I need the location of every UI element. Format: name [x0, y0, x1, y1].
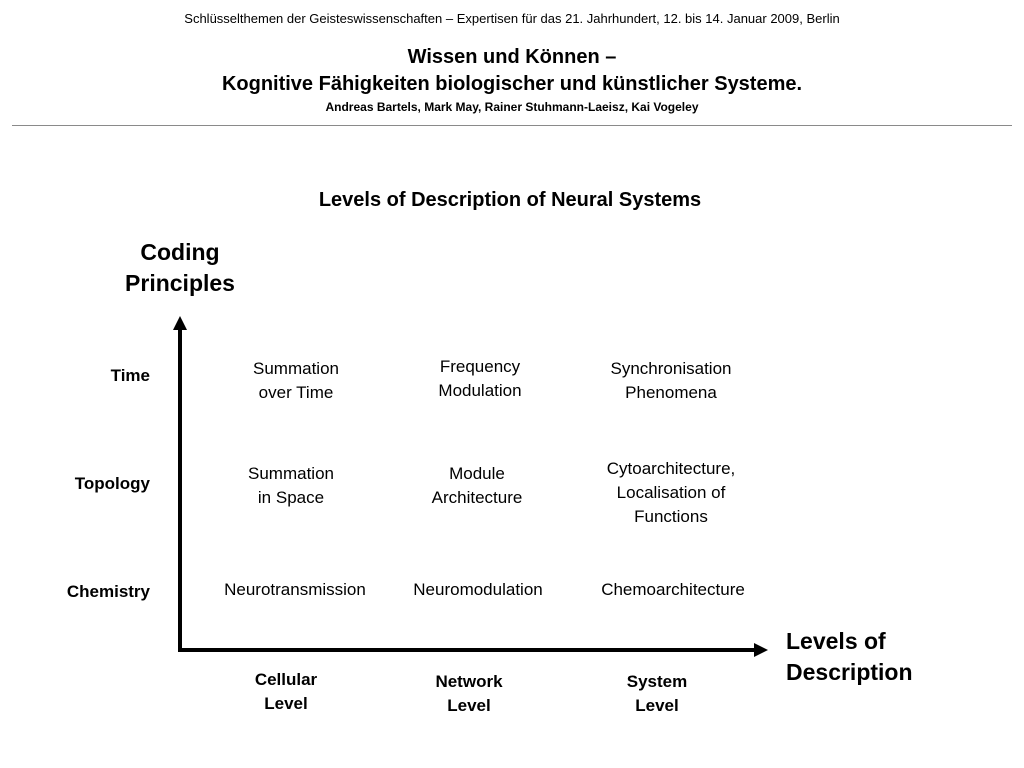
cell-text-line: Modulation [438, 381, 522, 400]
header-divider [12, 125, 1012, 126]
row-label-chemistry: Chemistry [66, 582, 150, 601]
cell-text-line: Phenomena [625, 383, 717, 402]
cell-time-network: Frequency Modulation [370, 355, 590, 403]
cell-time-cellular: Summation over Time [186, 357, 406, 405]
column-label-line-2: Level [635, 696, 679, 715]
row-label-topology: Topology [74, 474, 150, 493]
column-label-cellular: Cellular Level [206, 668, 366, 716]
cell-text-line: Synchronisation [610, 359, 732, 378]
column-label-line-2: Level [447, 696, 491, 715]
title-line-1: Wissen und Können – [407, 46, 617, 68]
y-axis-title: Coding Principles [100, 237, 260, 299]
cell-text-line: Summation [253, 359, 339, 378]
column-label-system: System Level [577, 670, 737, 718]
cell-chemistry-cellular: Neurotransmission [185, 578, 405, 602]
cell-chemistry-network: Neuromodulation [368, 578, 588, 602]
cell-chemistry-system: Chemoarchitecture [563, 578, 783, 602]
cell-topology-network: Module Architecture [367, 462, 587, 510]
title-line-2: Kognitive Fähigkeiten biologischer und k… [221, 73, 803, 95]
cell-text-line: Chemoarchitecture [601, 580, 745, 599]
column-label-line-1: Network [435, 672, 503, 691]
cell-text-line: Functions [634, 507, 708, 526]
cell-text-line: in Space [257, 488, 325, 507]
row-label-time: Time [110, 366, 150, 385]
y-axis-title-line-2: Principles [125, 270, 235, 296]
x-axis-title-line-1: Levels of [786, 628, 886, 654]
x-axis-title-line-2: Description [786, 659, 913, 685]
cell-text-line: Module [449, 464, 505, 483]
cell-text-line: over Time [258, 383, 334, 402]
cell-text-line: Localisation of [616, 483, 726, 502]
y-axis-title-line-1: Coding [140, 239, 220, 265]
cell-text-line: Neuromodulation [413, 580, 543, 599]
column-label-network: Network Level [389, 670, 549, 718]
cell-topology-system: Cytoarchitecture, Localisation of Functi… [561, 457, 781, 529]
column-label-line-2: Level [264, 694, 308, 713]
cell-text-line: Frequency [439, 357, 521, 376]
diagram-title: Levels of Description of Neural Systems [318, 189, 702, 211]
column-label-line-1: System [626, 672, 688, 691]
cell-time-system: Synchronisation Phenomena [561, 357, 781, 405]
cell-text-line: Neurotransmission [224, 580, 366, 599]
x-axis-arrowhead [754, 643, 768, 657]
column-label-line-1: Cellular [254, 670, 318, 689]
cell-text-line: Cytoarchitecture, [606, 459, 736, 478]
cell-topology-cellular: Summation in Space [181, 462, 401, 510]
cell-text-line: Architecture [431, 488, 523, 507]
authors: Andreas Bartels, Mark May, Rainer Stuhma… [325, 100, 699, 114]
x-axis-title: Levels of Description [786, 626, 986, 688]
cell-text-line: Summation [248, 464, 334, 483]
conference-line: Schlüsselthemen der Geisteswissenschafte… [184, 11, 840, 26]
y-axis-arrowhead [173, 316, 187, 330]
